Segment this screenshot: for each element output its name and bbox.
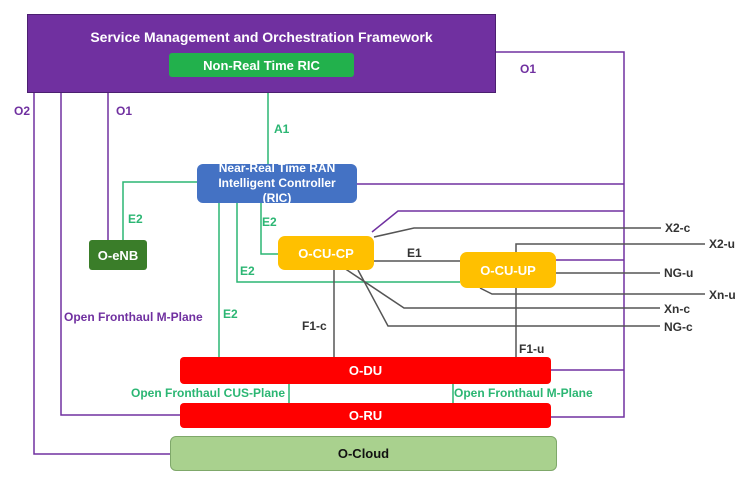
e2-cucp-line xyxy=(260,203,278,255)
o-ru: O-RU xyxy=(180,403,551,428)
e2-cuup-label: E2 xyxy=(240,264,255,278)
f1-u-label: F1-u xyxy=(519,342,545,356)
ng-u-label: NG-u xyxy=(664,266,694,280)
fh-m-plane-right-label: Open Fronthaul M-Plane xyxy=(454,386,593,400)
fh-cus-plane-label: Open Fronthaul CUS-Plane xyxy=(131,386,286,400)
e1-label: E1 xyxy=(407,246,422,260)
o-cu-up-label: O-CU-UP xyxy=(480,262,536,278)
o-enb: O-eNB xyxy=(89,240,147,270)
o1-left-label: O1 xyxy=(116,104,133,118)
e-interface-lines xyxy=(122,77,460,403)
o2-line xyxy=(33,93,170,455)
x2-c-line xyxy=(373,227,661,238)
near-rt-ric: Near-Real Time RAN Intelligent Controlle… xyxy=(197,161,357,205)
ng-c-label: NG-c xyxy=(664,320,693,334)
e2-cucp-label: E2 xyxy=(262,215,277,229)
x2-c-label: X2-c xyxy=(665,221,691,235)
a1-label: A1 xyxy=(274,122,290,136)
o-interface-lines xyxy=(33,51,625,455)
e2-cuup-line xyxy=(236,203,460,283)
e2-enb-line xyxy=(122,181,197,240)
o1-cucp-line xyxy=(371,210,624,233)
o-cu-cp: O-CU-CP xyxy=(278,236,374,270)
o-cloud-label: O-Cloud xyxy=(337,446,390,461)
o-du: O-DU xyxy=(180,357,551,384)
o-cu-cp-label: O-CU-CP xyxy=(298,245,354,261)
o1-ru-line xyxy=(60,93,180,416)
xn-u-line xyxy=(479,287,705,295)
o1-right-line xyxy=(496,51,625,418)
e2-du-label: E2 xyxy=(223,307,238,321)
o-du-label: O-DU xyxy=(348,363,383,378)
transport-lines xyxy=(333,227,705,357)
ng-c-line xyxy=(357,269,660,327)
near-rt-ric-label: Near-Real Time RAN Intelligent Controlle… xyxy=(218,161,336,205)
o-cu-up: O-CU-UP xyxy=(460,252,556,288)
xn-u-label: Xn-u xyxy=(709,288,736,302)
smo-title: Service Management and Orchestration Fra… xyxy=(90,29,433,45)
o-enb-label: O-eNB xyxy=(97,247,139,263)
o-cloud: O-Cloud xyxy=(170,436,557,471)
non-rt-ric: Non-Real Time RIC xyxy=(169,53,354,77)
o2-label: O2 xyxy=(14,104,31,118)
fh-m-plane-left-label: Open Fronthaul M-Plane xyxy=(64,310,203,324)
f1-c-label: F1-c xyxy=(302,319,327,333)
o-ru-label: O-RU xyxy=(348,408,383,423)
xn-c-label: Xn-c xyxy=(664,302,691,316)
non-rt-ric-label: Non-Real Time RIC xyxy=(203,57,320,73)
x2-u-label: X2-u xyxy=(709,237,736,251)
o1-right-label: O1 xyxy=(520,62,537,76)
x2-u-line xyxy=(515,243,705,252)
e2-enb-label: E2 xyxy=(128,212,143,226)
